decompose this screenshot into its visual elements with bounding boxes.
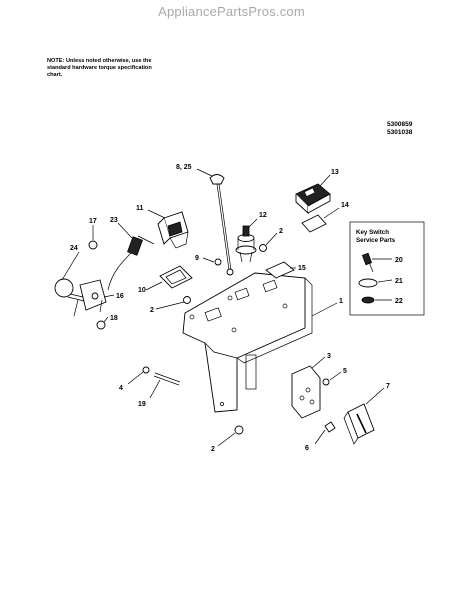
callout-21: 21 (395, 278, 403, 285)
nut-18 (96, 320, 106, 330)
callout-3: 3 (327, 353, 331, 360)
wire-harness-23 (107, 235, 155, 291)
callout-19: 19 (138, 401, 146, 408)
key-switch-title-line2: Service Parts (356, 237, 396, 244)
callout-2c: 2 (211, 446, 215, 453)
key-switch-box-title: Key Switch Service Parts (356, 229, 416, 245)
callout-14: 14 (341, 202, 349, 209)
bracket-3 (291, 365, 321, 419)
key-switch-service-box (349, 221, 425, 316)
model-number-1: 5300859 (387, 121, 413, 128)
model-number-2: 5301038 (387, 129, 413, 136)
throttle-control-rod (209, 174, 234, 276)
callout-18: 18 (110, 315, 118, 322)
model-numbers: 5300859 5301038 (387, 121, 412, 137)
key-switch-cap-22 (361, 296, 375, 304)
callout-2a: 2 (279, 228, 283, 235)
callout-8-25: 8, 25 (176, 164, 192, 171)
nut-4 (142, 366, 150, 374)
callout-15: 15 (298, 265, 306, 272)
module-7 (343, 403, 375, 445)
callout-16: 16 (116, 293, 124, 300)
clip-6 (324, 421, 336, 433)
callout-12: 12 (259, 212, 267, 219)
callout-2b: 2 (150, 307, 154, 314)
callout-11: 11 (136, 205, 144, 212)
torque-note: NOTE: Unless noted otherwise, use the st… (47, 58, 152, 78)
callout-20: 20 (395, 257, 403, 264)
key-icon-20 (361, 252, 374, 273)
bezel-part-14 (301, 214, 327, 233)
screw-5 (322, 378, 330, 386)
callout-5: 5 (343, 368, 347, 375)
callout-13: 13 (331, 169, 339, 176)
pin-19 (153, 372, 181, 386)
callout-6: 6 (305, 445, 309, 452)
leader-lines (61, 168, 393, 447)
callout-22: 22 (395, 298, 403, 305)
screw-2c (234, 425, 244, 435)
nut-9 (214, 258, 222, 266)
screw-2b (259, 244, 267, 252)
bezel-part-15 (265, 261, 295, 279)
key-switch-title-line1: Key Switch (356, 229, 390, 236)
callout-7: 7 (386, 383, 390, 390)
nut-17 (88, 240, 98, 250)
callout-1: 1 (339, 298, 343, 305)
callout-24: 24 (70, 245, 78, 252)
callout-17: 17 (89, 218, 97, 225)
callout-4: 4 (119, 385, 123, 392)
watermark: AppliancePartsPros.com (158, 4, 305, 19)
key-switch-nut-21 (358, 278, 378, 288)
screw-2a (183, 296, 191, 304)
switch-part-11 (157, 211, 189, 249)
callout-10: 10 (138, 287, 146, 294)
ignition-switch-12 (235, 225, 257, 263)
control-lever-assembly (54, 278, 107, 317)
callout-9: 9 (195, 255, 199, 262)
bezel-part-10 (159, 265, 193, 289)
switch-part-13 (295, 183, 331, 215)
callout-23: 23 (110, 217, 118, 224)
